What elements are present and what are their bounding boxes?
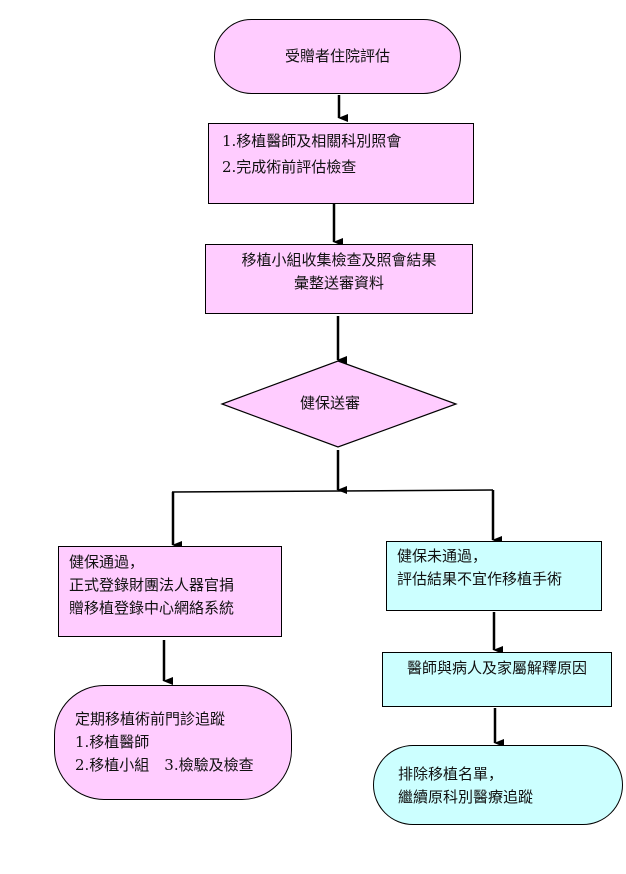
- node-rejected-line-2: 評估結果不宜作移植手術: [397, 570, 563, 588]
- node-consult: 1.移植醫師及相關科別照會 2.完成術前評估檢查: [208, 123, 474, 204]
- node-explain: 醫師與病人及家屬解釋原因: [382, 652, 612, 707]
- node-explain-label: 醫師與病人及家屬解釋原因: [406, 659, 587, 677]
- node-start: 受贈者住院評估: [214, 19, 461, 94]
- node-remove: 排除移植名單， 繼續原科別醫療追蹤: [373, 745, 623, 825]
- node-remove-line-1: 排除移植名單，: [398, 765, 504, 783]
- node-rejected: 健保未通過， 評估結果不宜作移植手術: [386, 541, 602, 611]
- node-consult-line-2: 2.完成術前評估檢查: [222, 158, 357, 176]
- node-collect: 移植小組收集檢查及照會結果 彙整送審資料: [205, 244, 473, 314]
- node-approved: 健保通過， 正式登錄財團法人器官捐 贈移植登錄中心網絡系統: [58, 546, 282, 637]
- node-start-label: 受贈者住院評估: [284, 47, 390, 65]
- node-followup-line-1: 定期移植術前門診追蹤: [75, 710, 226, 728]
- node-approved-line-2: 正式登錄財團法人器官捐: [69, 576, 235, 594]
- node-followup: 定期移植術前門診追蹤 1.移植醫師 2.移植小組 3.檢驗及檢查: [54, 685, 292, 800]
- decision-diamond: [220, 360, 458, 448]
- node-remove-line-2: 繼續原科別醫療追蹤: [398, 788, 534, 806]
- node-collect-line-1: 移植小組收集檢查及照會結果: [241, 251, 437, 269]
- node-consult-line-1: 1.移植醫師及相關科別照會: [222, 132, 402, 150]
- node-review-label: 健保送審: [300, 394, 361, 412]
- branch-horizontal-line: [171, 489, 494, 493]
- node-approved-line-1: 健保通過，: [69, 553, 145, 571]
- node-rejected-line-1: 健保未通過，: [397, 547, 488, 565]
- node-collect-line-2: 彙整送審資料: [293, 274, 384, 292]
- node-followup-line-3: 2.移植小組 3.檢驗及檢查: [75, 756, 254, 774]
- node-followup-line-2: 1.移植醫師: [75, 733, 150, 751]
- node-approved-line-3: 贈移植登錄中心網絡系統: [69, 599, 235, 617]
